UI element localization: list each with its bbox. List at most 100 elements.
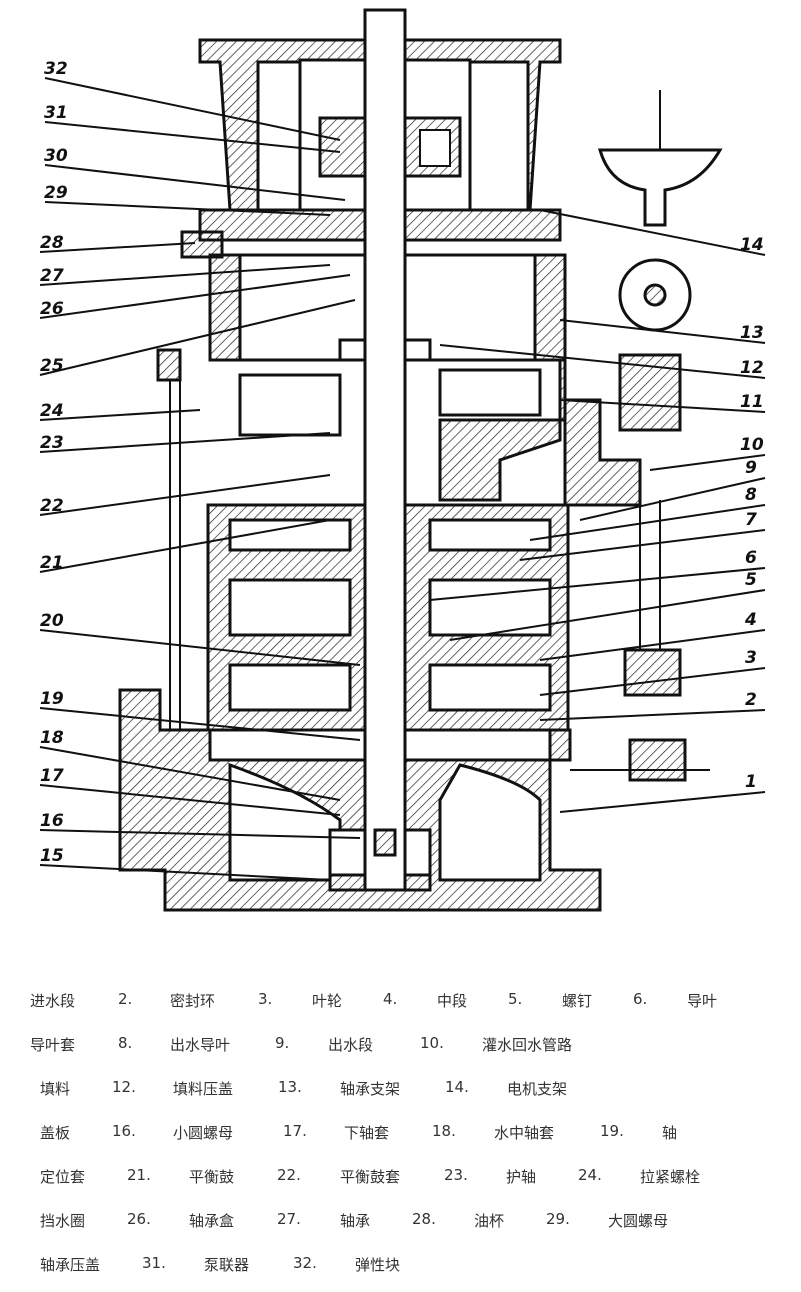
legend-name: 平衡鼓套 <box>340 1168 401 1186</box>
legend-number: 17. <box>283 1122 307 1140</box>
callout-17: 17 <box>40 766 64 786</box>
legend-number: 21. <box>127 1166 151 1184</box>
callout-12: 12 <box>740 358 764 378</box>
legend-name: 进水段 <box>30 992 76 1010</box>
callout-30: 30 <box>44 146 68 166</box>
legend-number: 6. <box>633 990 648 1008</box>
legend-name: 弹性块 <box>355 1256 401 1274</box>
legend-number: 32. <box>293 1254 317 1272</box>
callout-26: 26 <box>40 299 64 319</box>
legend-name: 下轴套 <box>344 1124 390 1142</box>
legend-name: 导叶套 <box>30 1036 76 1054</box>
legend-row: 轴承压盖 31. 泵联器 32. 弹性块 <box>0 1254 801 1278</box>
legend-number: 24. <box>578 1166 602 1184</box>
legend-name: 轴承盒 <box>189 1212 235 1230</box>
callout-10: 10 <box>740 435 764 455</box>
legend-number: 26. <box>127 1210 151 1228</box>
callout-29: 29 <box>44 183 68 203</box>
callout-19: 19 <box>40 689 64 709</box>
legend-number: 27. <box>277 1210 301 1228</box>
legend-number: 22. <box>277 1166 301 1184</box>
callout-21: 21 <box>40 553 64 573</box>
legend-number: 8. <box>118 1034 133 1052</box>
callout-24: 24 <box>40 401 64 421</box>
legend-name: 灌水回水管路 <box>482 1036 573 1054</box>
callout-15: 15 <box>40 846 64 866</box>
legend-name: 轴承压盖 <box>40 1256 101 1274</box>
legend-number: 12. <box>112 1078 136 1096</box>
pump-body <box>118 8 723 912</box>
legend-name: 密封环 <box>170 992 216 1010</box>
legend-number: 5. <box>508 990 523 1008</box>
callout-25: 25 <box>40 356 64 376</box>
callout-13: 13 <box>740 323 764 343</box>
legend-name: 盖板 <box>40 1124 71 1142</box>
callout-1: 1 <box>745 772 757 792</box>
legend-number: 3. <box>258 990 273 1008</box>
legend-number: 10. <box>420 1034 444 1052</box>
callout-numbers: 32 31 30 29 28 27 26 25 24 23 22 21 20 1… <box>40 59 764 866</box>
legend-row: 盖板 16. 小圆螺母 17. 下轴套 18. 水中轴套 19. 轴 <box>0 1122 801 1146</box>
legend-number: 31. <box>142 1254 166 1272</box>
legend-name: 中段 <box>437 992 468 1010</box>
legend-name: 护轴 <box>506 1168 537 1186</box>
legend-number: 19. <box>600 1122 624 1140</box>
callout-16: 16 <box>40 811 64 831</box>
callout-2: 2 <box>745 690 757 710</box>
callout-4: 4 <box>744 610 757 630</box>
callout-leader-lines <box>39 77 766 881</box>
callout-27: 27 <box>40 266 64 286</box>
callout-7: 7 <box>745 510 757 530</box>
callout-3: 3 <box>745 648 757 668</box>
legend-number: 2. <box>118 990 133 1008</box>
legend-name: 泵联器 <box>204 1256 250 1274</box>
legend-number: 9. <box>275 1034 290 1052</box>
legend-number: 16. <box>112 1122 136 1140</box>
legend-name: 平衡鼓 <box>189 1168 235 1186</box>
callout-11: 11 <box>740 392 764 412</box>
legend-name: 轴承支架 <box>340 1080 401 1098</box>
legend-name: 轴承 <box>340 1212 371 1230</box>
legend-name: 拉紧螺栓 <box>640 1168 701 1186</box>
legend-name: 叶轮 <box>312 992 343 1010</box>
legend-name: 出水段 <box>328 1036 374 1054</box>
callout-18: 18 <box>40 728 64 748</box>
legend-name: 挡水圈 <box>40 1212 86 1230</box>
legend-number: 4. <box>383 990 398 1008</box>
legend-name: 填料 <box>40 1080 71 1098</box>
callout-23: 23 <box>40 433 64 453</box>
legend-name: 螺钉 <box>562 992 593 1010</box>
legend-name: 油杯 <box>474 1212 505 1230</box>
legend-number: 23. <box>444 1166 468 1184</box>
legend-number: 29. <box>546 1210 570 1228</box>
callout-6: 6 <box>745 548 757 568</box>
legend-name: 大圆螺母 <box>608 1212 669 1230</box>
legend-number: 28. <box>412 1210 436 1228</box>
legend-row: 定位套 21. 平衡鼓 22. 平衡鼓套 23. 护轴 24. 拉紧螺栓 <box>0 1166 801 1190</box>
callout-8: 8 <box>745 485 757 505</box>
legend-name: 出水导叶 <box>170 1036 231 1054</box>
legend-row: 挡水圈 26. 轴承盒 27. 轴承 28. 油杯 29. 大圆螺母 <box>0 1210 801 1234</box>
callout-9: 9 <box>745 458 757 478</box>
legend-number: 13. <box>278 1078 302 1096</box>
legend-name: 轴 <box>662 1124 678 1142</box>
pump-cross-section-drawing: 32 31 30 29 28 27 26 25 24 23 22 21 20 1… <box>39 8 766 912</box>
legend-name: 导叶 <box>687 992 718 1010</box>
callout-20: 20 <box>40 611 64 631</box>
callout-28: 28 <box>40 233 64 253</box>
legend-row: 导叶套 8. 出水导叶 9. 出水段 10. 灌水回水管路 <box>0 1034 801 1058</box>
legend-number: 14. <box>445 1078 469 1096</box>
legend-row: 进水段 2. 密封环 3. 叶轮 4. 中段 5. 螺钉 6. 导叶 <box>0 990 801 1014</box>
legend-row: 填料 12. 填料压盖 13. 轴承支架 14. 电机支架 <box>0 1078 801 1102</box>
legend-name: 小圆螺母 <box>173 1124 234 1142</box>
callout-5: 5 <box>745 570 757 590</box>
callout-22: 22 <box>40 496 64 516</box>
callout-14: 14 <box>740 235 764 255</box>
callout-32: 32 <box>44 59 68 79</box>
legend-number: 18. <box>432 1122 456 1140</box>
callout-31: 31 <box>44 103 68 123</box>
legend-name: 电机支架 <box>507 1080 568 1098</box>
legend-name: 水中轴套 <box>494 1124 555 1142</box>
legend-name: 定位套 <box>40 1168 86 1186</box>
legend-name: 填料压盖 <box>173 1080 234 1098</box>
